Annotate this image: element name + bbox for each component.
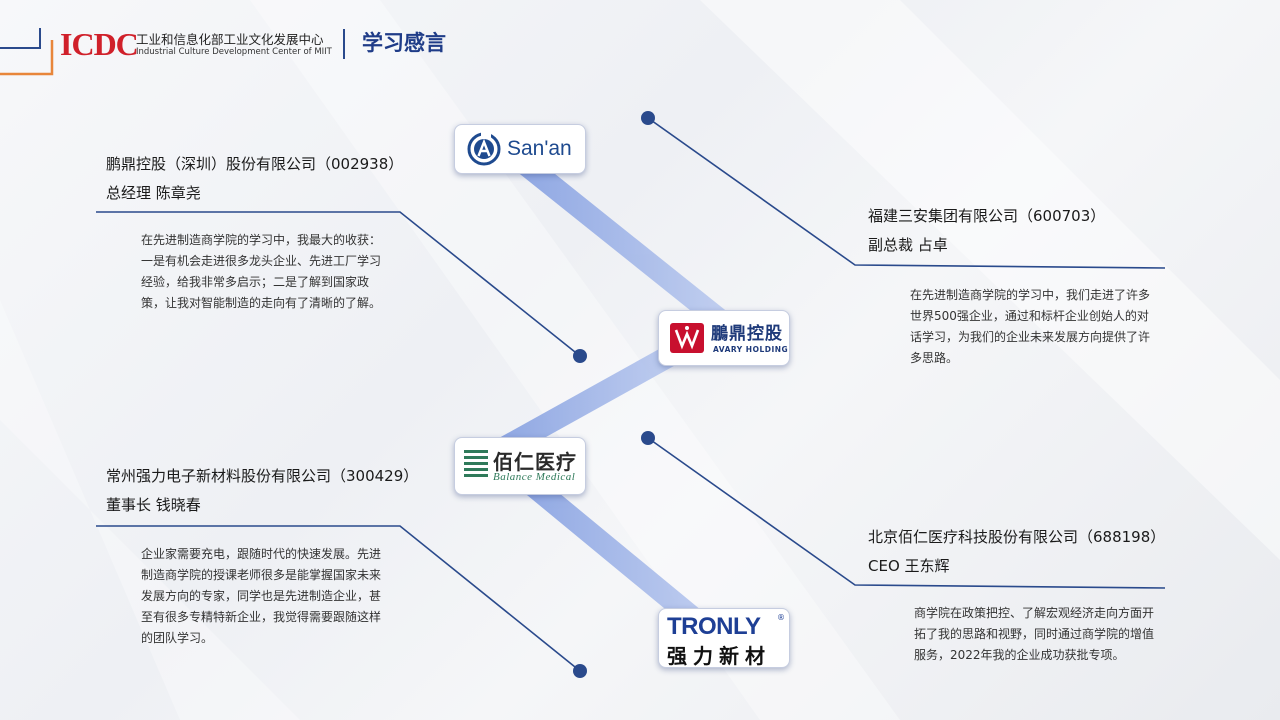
person-title-avary: 总经理 陈章尧 [106,184,201,202]
tronly-registered-mark: ® [777,613,785,622]
org-name-en: Industrial Culture Development Center of… [136,47,332,57]
balance-logo-cn: 佰仁医疗 [493,450,577,474]
connector-line-balance [647,437,1166,589]
icdc-logo: ICDC [60,26,139,62]
org-name-cn: 工业和信息化部工业文化发展中心 [136,32,324,47]
company-name-tronly: 常州强力电子新材料股份有限公司（300429） [106,467,419,485]
tronly-logo-cn: 强力新材 [667,644,771,668]
company-name-sanan: 福建三安集团有限公司（600703） [868,207,1106,225]
connector-dot-sanan [641,111,655,125]
tronly-logo-en: TRONLY [667,613,761,640]
quote-sanan: 在先进制造商学院的学习中，我们走进了许多世界500强企业，通过和标杆企业创始人的… [910,288,1151,365]
balance-stripes-icon [462,448,490,482]
logo-card-balance: 佰仁医疗 Balance Medical [454,437,586,495]
connector-dot-balance [641,431,655,445]
ribbon-path [489,149,731,651]
sanan-a-circle-icon [467,132,501,166]
connector-dot-tronly [573,664,587,678]
company-name-balance: 北京佰仁医疗科技股份有限公司（688198） [868,528,1166,546]
logo-card-tronly: TRONLY ® 强力新材 [658,608,790,668]
page-title: 学习感言 [362,31,446,55]
quote-balance: 商学院在政策把控、了解宏观经济走向方面开拓了我的思路和视野，同时通过商学院的增值… [914,606,1155,662]
connector-line-sanan [647,117,1166,269]
quote-tronly: 企业家需要充电，跟随时代的快速发展。先进制造商学院的授课老师很多是能掌握国家未来… [141,547,382,645]
connector-line-tronly [96,525,581,672]
avary-emblem-icon [670,323,704,353]
avary-logo-cn: 鵬鼎控股 [711,324,783,344]
logo-card-sanan: San'an [454,124,586,174]
avary-logo-en: AVARY HOLDING [713,345,789,354]
person-title-balance: CEO 王东辉 [868,557,950,575]
company-name-avary: 鹏鼎控股（深圳）股份有限公司（002938） [106,155,404,173]
balance-logo-en: Balance Medical [493,471,576,483]
person-title-tronly: 董事长 钱晓春 [106,496,201,514]
header-divider [343,29,345,59]
quote-avary: 在先进制造商学院的学习中，我最大的收获：一是有机会走进很多龙头企业、先进工厂学习… [141,233,382,310]
sanan-logo-text: San'an [507,137,572,160]
header-corner-decoration [0,28,54,76]
person-title-sanan: 副总裁 占卓 [868,236,948,254]
connector-line-avary [96,211,581,357]
logo-card-avary: 鵬鼎控股 AVARY HOLDING [658,310,790,366]
connector-dot-avary [573,349,587,363]
